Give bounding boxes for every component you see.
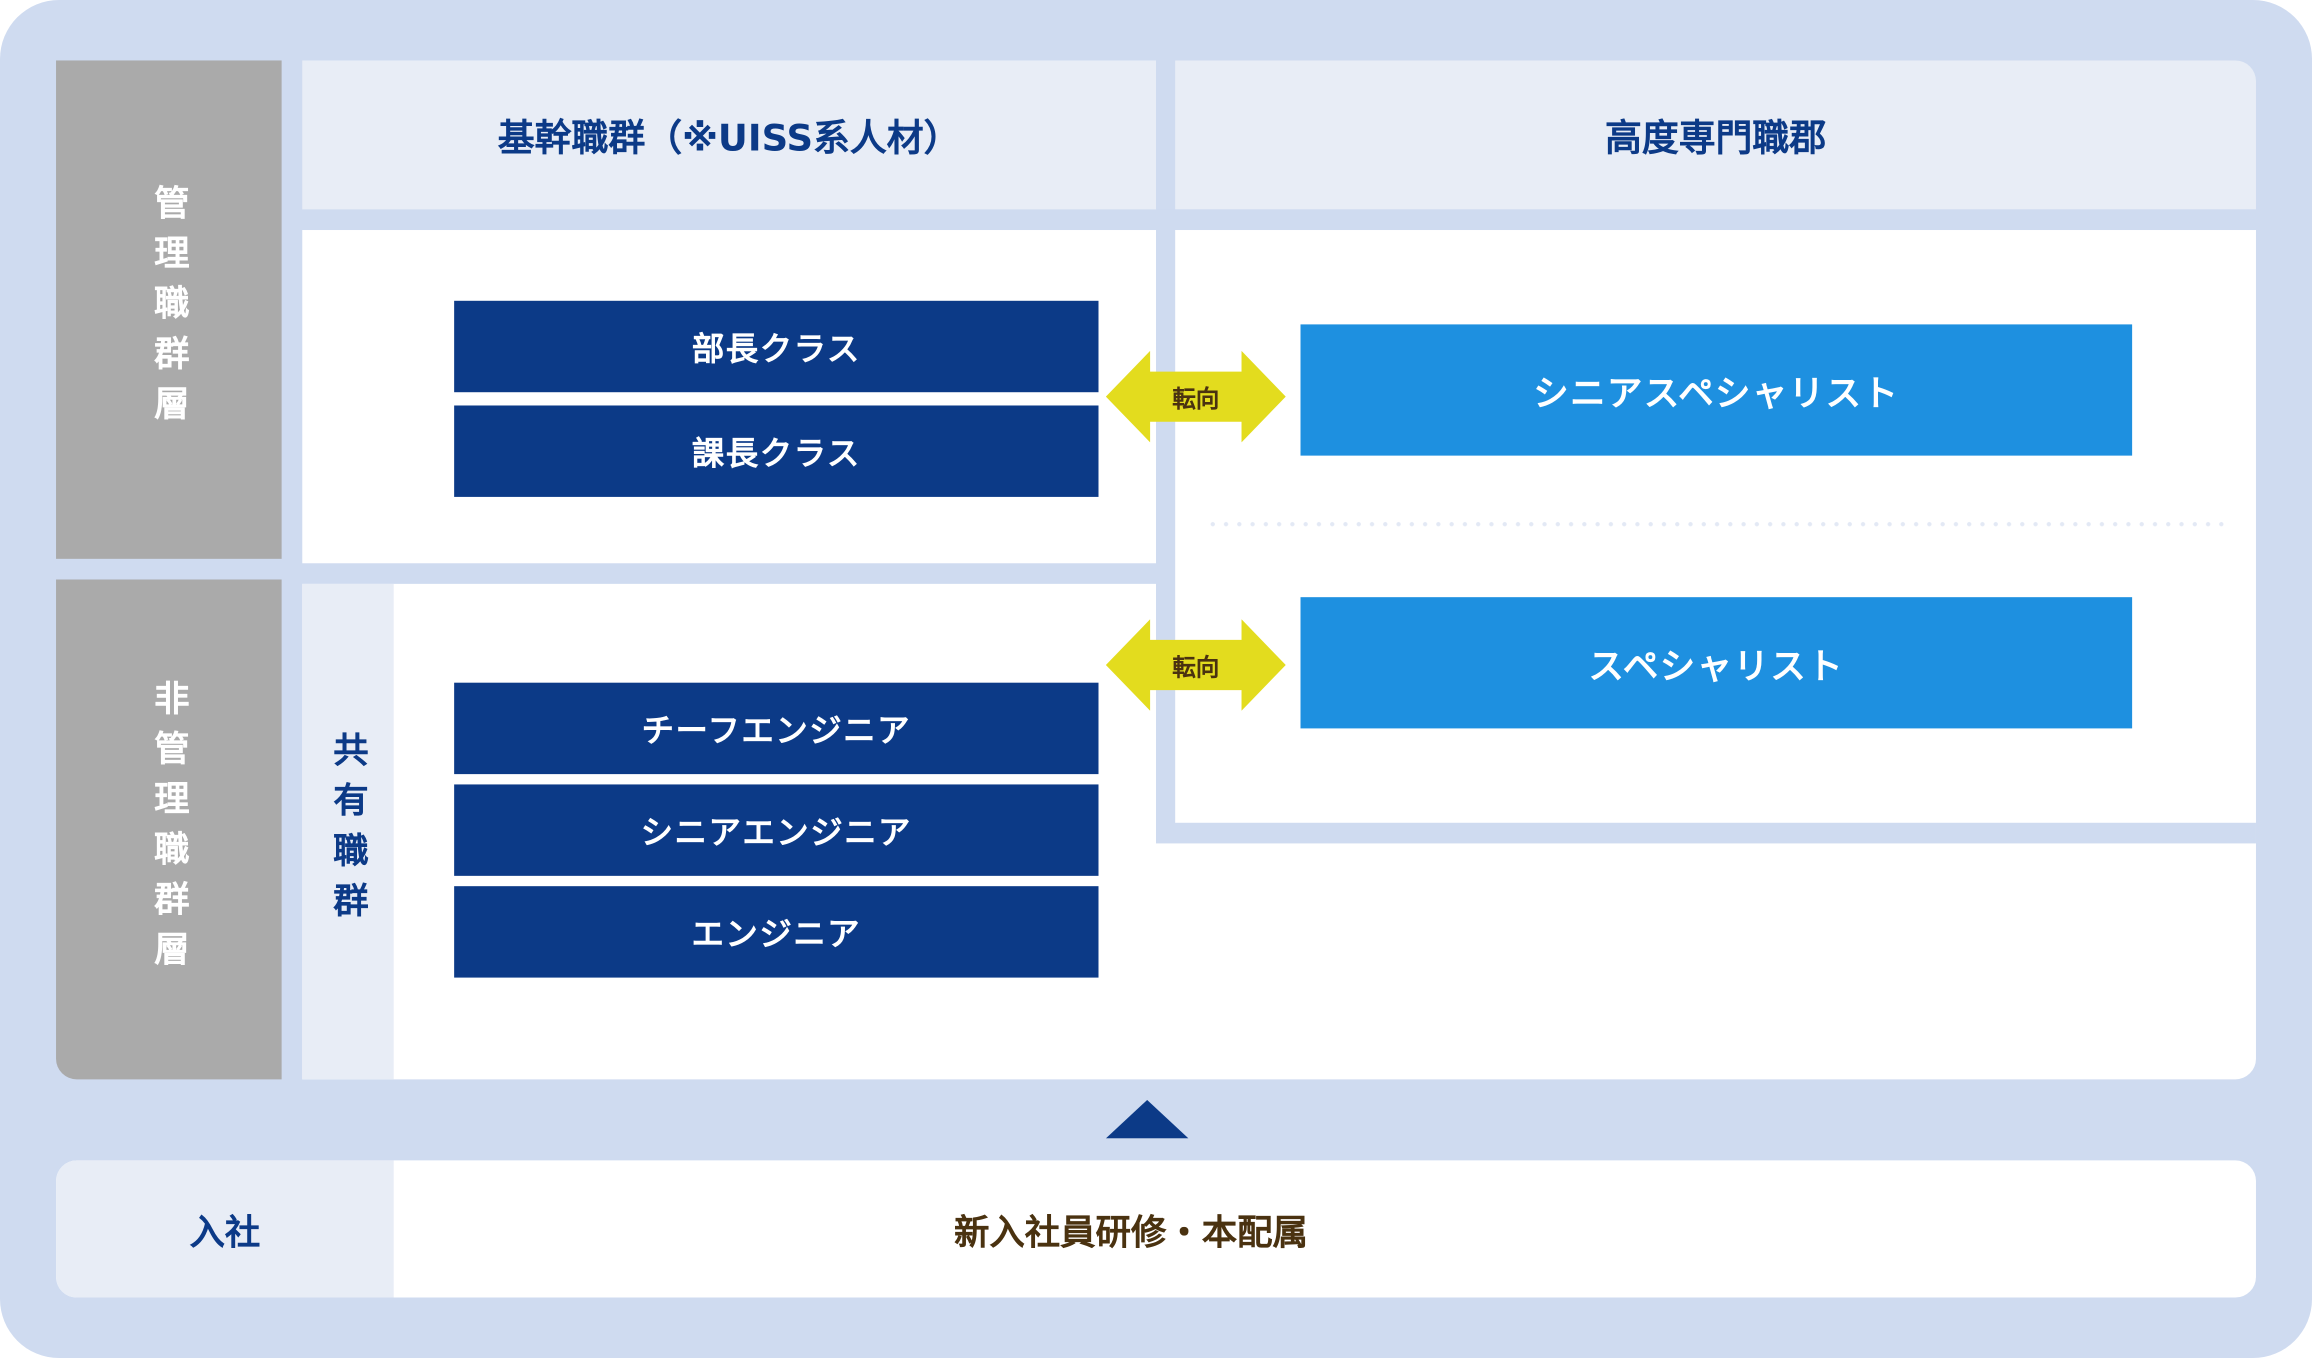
dotted-divider bbox=[1206, 521, 2224, 527]
grade-label: チーフエンジニア bbox=[641, 713, 912, 751]
grade-label: 課長クラス bbox=[691, 436, 861, 474]
grade-box: 課長クラス bbox=[454, 405, 1099, 497]
entry-label-cell: 入社 bbox=[56, 1160, 394, 1298]
double-arrow-icon bbox=[1105, 619, 1286, 711]
specialist-column-header: 高度専門職郡 bbox=[1175, 60, 2256, 210]
entry-text: 新入社員研修・本配属 bbox=[954, 1212, 1308, 1254]
management-layer-text: 管理職群層 bbox=[147, 184, 189, 435]
grade-label: エンジニア bbox=[691, 917, 862, 955]
specialist-grade-label: シニアスペシャリスト bbox=[1533, 373, 1900, 415]
entry-label: 入社 bbox=[189, 1212, 261, 1254]
specialist-grade-box: シニアスペシャリスト bbox=[1300, 324, 2133, 456]
grade-label: シニアエンジニア bbox=[640, 815, 912, 853]
entry-row: 入社 新入社員研修・本配属 bbox=[56, 1160, 2256, 1298]
specialist-column-title: 高度専門職郡 bbox=[1604, 115, 1827, 159]
shared-group-label: 共有職群 bbox=[302, 583, 394, 1080]
entry-text-cell: 新入社員研修・本配属 bbox=[394, 1160, 2256, 1297]
transfer-arrow: 転向 bbox=[1105, 619, 1286, 711]
shared-group-text: 共有職群 bbox=[326, 731, 368, 932]
transfer-label: 転向 bbox=[1172, 653, 1220, 682]
management-layer-label: 管理職群層 bbox=[56, 60, 282, 559]
non-management-layer-label: 非管理職群層 bbox=[56, 579, 282, 1080]
specialist-grade-box: スペシャリスト bbox=[1300, 597, 2133, 729]
grade-box: 部長クラス bbox=[454, 300, 1099, 393]
transfer-label: 転向 bbox=[1172, 384, 1220, 413]
core-management-panel bbox=[302, 230, 1157, 564]
transfer-arrow: 転向 bbox=[1105, 350, 1286, 443]
specialist-grade-label: スペシャリスト bbox=[1588, 645, 1845, 688]
core-column-title: 基幹職群（※UISS系人材） bbox=[497, 115, 961, 159]
core-column-header: 基幹職群（※UISS系人材） bbox=[302, 60, 1157, 210]
non-management-layer-text: 非管理職群層 bbox=[147, 679, 189, 980]
double-arrow-icon bbox=[1105, 350, 1286, 443]
grade-box: エンジニア bbox=[454, 886, 1099, 978]
grade-box: チーフエンジニア bbox=[454, 682, 1099, 775]
up-triangle-icon bbox=[1105, 1099, 1189, 1139]
grade-box: シニアエンジニア bbox=[454, 784, 1099, 876]
grade-label: 部長クラス bbox=[691, 331, 861, 369]
